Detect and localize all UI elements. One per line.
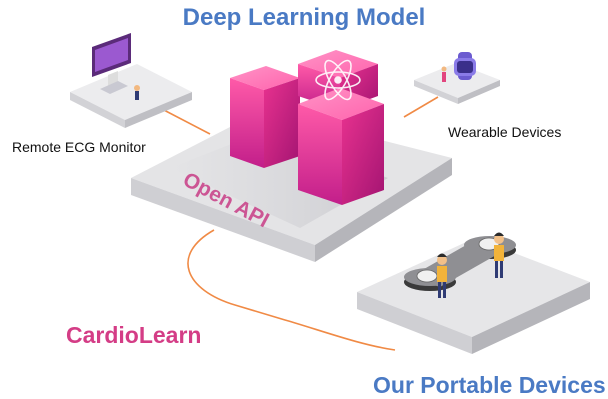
- wearable-platform: [414, 52, 500, 104]
- portable-platform: [357, 232, 590, 354]
- connector-remote: [159, 107, 211, 135]
- smartwatch-icon: [441, 52, 476, 82]
- portable-devices-label: Our Portable Devices: [373, 372, 606, 398]
- cube-left: [230, 66, 300, 168]
- model-cubes: [230, 50, 384, 205]
- computer-monitor-icon: [92, 33, 140, 100]
- connector-wearable: [403, 96, 439, 118]
- remote-monitor-platform: [70, 33, 192, 128]
- wearable-devices-label: Wearable Devices: [448, 124, 562, 140]
- cube-front: [298, 88, 384, 205]
- person-icon: [437, 232, 504, 298]
- diagram-title: Deep Learning Model: [182, 4, 426, 31]
- atom-icon: [315, 59, 361, 101]
- connector-portable: [187, 229, 396, 351]
- brand-label: CardioLearn: [66, 322, 202, 348]
- remote-ecg-monitor-label: Remote ECG Monitor: [12, 139, 146, 155]
- connector-lines: [159, 96, 439, 351]
